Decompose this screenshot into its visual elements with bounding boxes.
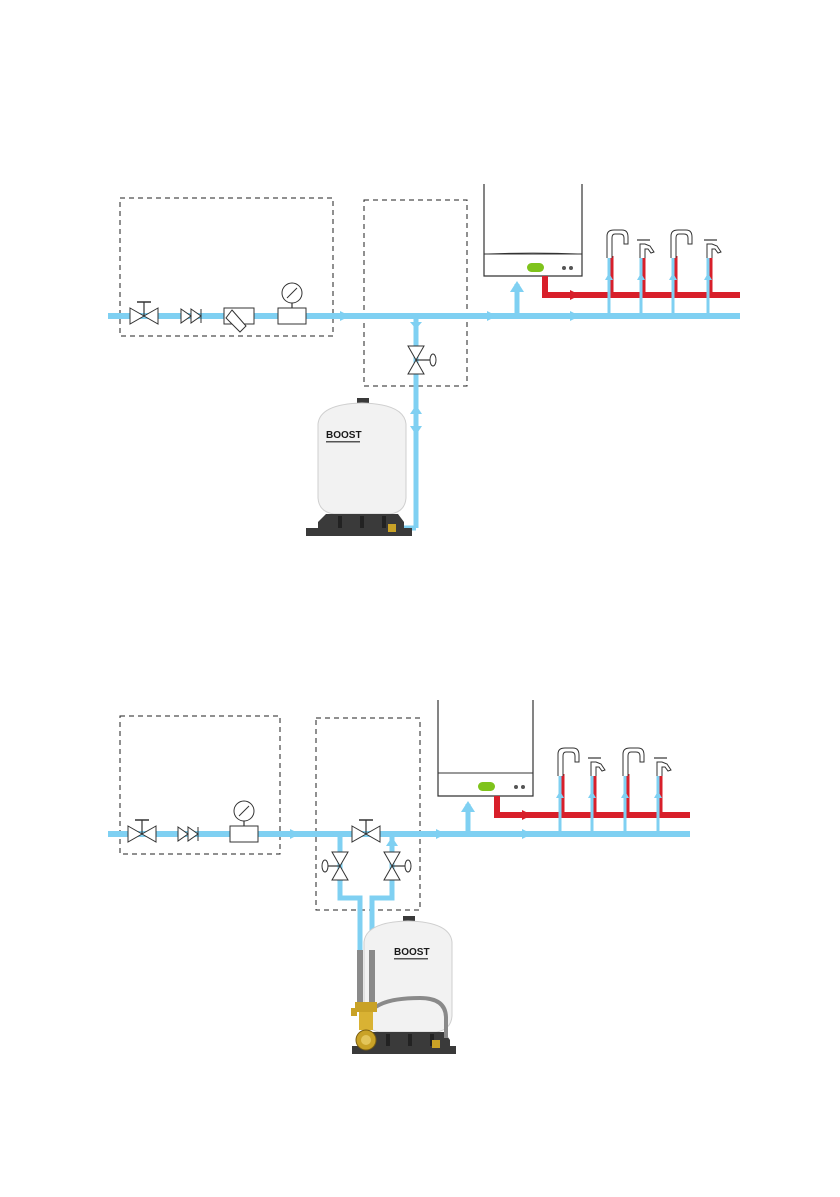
- top-pressure-reducing-valve-icon: [278, 283, 306, 324]
- top-boiler-indicator-light: [527, 263, 544, 272]
- bottom-outlet-group-2: [623, 748, 671, 834]
- top-branch-arrow-up: [410, 405, 422, 414]
- bottom-basin-tap-icon-2: [657, 762, 671, 776]
- top-combi-boiler: [484, 184, 582, 276]
- top-flow-arrow-3: [570, 311, 580, 321]
- bottom-branch-arrow-2: [386, 837, 398, 846]
- top-stop-valve-icon: [130, 302, 158, 324]
- bottom-boiler-indicator-light: [478, 782, 495, 791]
- top-diagram: BOOST: [108, 184, 740, 536]
- bottom-mixer-tap-icon-1: [558, 748, 579, 776]
- bottom-outlet-group-1: [558, 748, 605, 834]
- bottom-boiler-dot-2: [521, 785, 525, 789]
- top-basin-tap-icon-1: [640, 244, 654, 258]
- top-double-check-valve-icon: [181, 309, 201, 323]
- top-isolating-valve-icon: [408, 346, 436, 374]
- top-boiler-dot-2: [569, 266, 573, 270]
- bottom-flexible-hose-left: [357, 950, 363, 1002]
- bottom-combi-boiler: [438, 700, 533, 796]
- bottom-pressure-reducing-valve-icon: [230, 801, 258, 842]
- top-boiler-feed-arrow: [510, 281, 524, 292]
- bottom-flow-arrow-2: [436, 829, 446, 839]
- top-flow-arrow-2: [487, 311, 497, 321]
- bottom-mixer-tap-icon-2: [623, 748, 644, 776]
- top-expansion-vessel: BOOST: [306, 398, 412, 536]
- top-outlet-group-2: [671, 230, 721, 316]
- top-basin-tap-icon-2: [707, 244, 721, 258]
- top-mixer-tap-icon-2: [671, 230, 692, 258]
- bottom-flow-arrow-3: [522, 829, 532, 839]
- top-boiler-dot-1: [562, 266, 566, 270]
- bottom-vessel-brand-label: BOOST: [394, 947, 430, 958]
- bottom-vessel-group-box: [316, 718, 420, 910]
- top-branch-arrow-up-2: [410, 322, 422, 329]
- bottom-boiler-feed-arrow: [461, 801, 475, 812]
- bottom-flow-arrow-1: [290, 829, 300, 839]
- bottom-bypass-valve-icon: [352, 820, 380, 842]
- top-strainer-icon: [224, 308, 254, 332]
- bottom-double-check-valve-icon: [178, 827, 198, 841]
- bottom-isolating-valve-right-icon: [384, 852, 411, 880]
- top-flow-arrow-1: [340, 311, 350, 321]
- bottom-stop-valve-icon: [128, 820, 156, 842]
- bottom-basin-tap-icon-1: [591, 762, 605, 776]
- top-outlet-group-1: [607, 230, 654, 316]
- top-vessel-base: [306, 514, 412, 536]
- bottom-vessel-brass-connector: [432, 1040, 440, 1048]
- bottom-isolating-valve-left-icon: [322, 852, 348, 880]
- bottom-flexible-hose-right: [369, 950, 375, 1002]
- top-vessel-brand-label: BOOST: [326, 430, 362, 441]
- bottom-diagram: BOOST: [108, 700, 690, 1054]
- top-hot-arrow: [570, 290, 580, 300]
- top-branch-arrow-down: [410, 426, 422, 435]
- bottom-boiler-dot-1: [514, 785, 518, 789]
- bottom-hot-arrow: [522, 810, 532, 820]
- top-mixer-tap-icon-1: [607, 230, 628, 258]
- top-vessel-brass-connector: [388, 524, 396, 532]
